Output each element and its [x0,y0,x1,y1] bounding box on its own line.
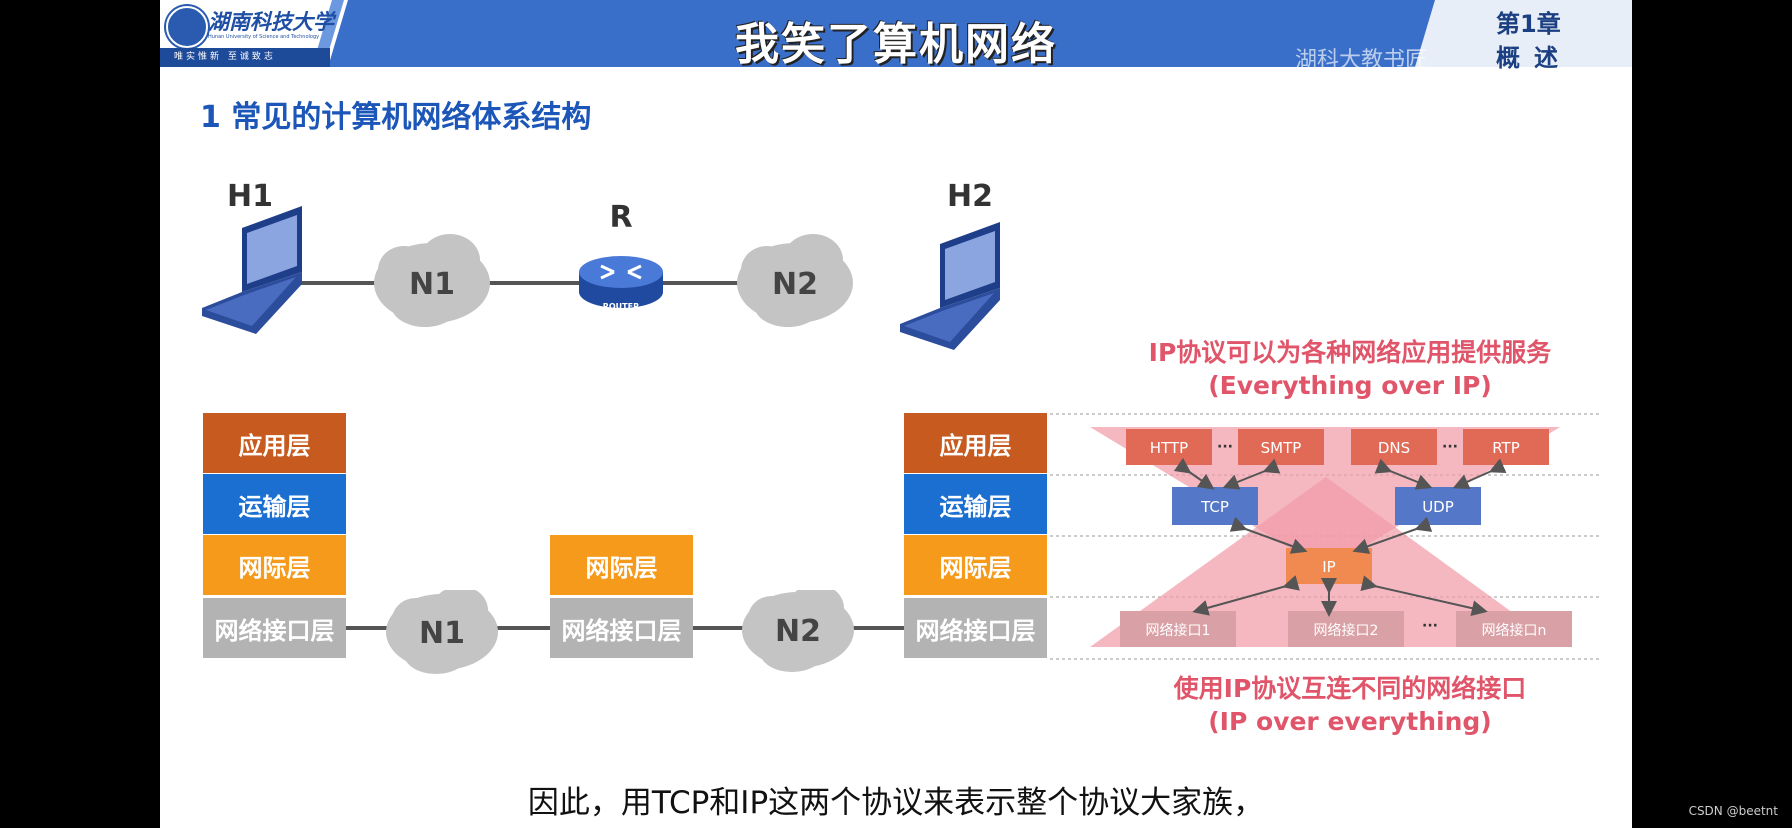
hourglass-arrows [1173,457,1507,617]
stack-network-n2-label: N2 [775,614,821,649]
university-seal-icon [166,6,208,48]
chapter-label: 第1章 [1496,10,1561,38]
cloud-stack-n2-icon [742,590,854,672]
university-name-en: Hunan University of Science and Technolo… [208,34,320,40]
router-badge: ROUTER [603,302,640,311]
host-h1-label: H1 [227,180,273,214]
host-h2-label: H2 [947,180,993,214]
stack-connection-layer: N1 N2 [343,590,940,674]
interface-2-box [1288,611,1404,647]
router-internet-layer: 网际层 [550,535,693,595]
video-subtitle: 因此，用TCP和IP这两个协议来表示整个协议大家族， [527,785,1265,821]
app-ellipsis-right: ··· [1442,439,1458,455]
stack-network-n1-label: N1 [419,616,465,651]
chapter-name: 概述 [1496,44,1572,72]
host-left-transport-layer: 运输层 [203,474,346,534]
university-motto: 唯实惟新 至诚致志 [160,48,330,67]
slide: 湖南科技大学 Hunan University of Science and T… [160,0,1632,828]
caption-top-line1: IP协议可以为各种网络应用提供服务 [1148,338,1552,367]
app-ellipsis-left: ··· [1217,439,1233,455]
host-left-application-layer: 应用层 [203,413,346,473]
section-title: 1 常见的计算机网络体系结构 [200,100,592,135]
protocol-http-label: HTTP [1150,439,1188,457]
course-title: 我笑了算机网络 [735,19,1057,70]
protocol-ip-label: IP [1322,558,1335,576]
hourglass-diagram: HTTP SMTP DNS RTP ··· ··· TCP UDP IP 网络接… [1050,413,1602,660]
footer-credit: CSDN @beetnt [1688,804,1778,818]
host-left-interface-layer: 网络接口层 [203,598,346,658]
host-right-interface-layer: 网络接口层 [904,598,1047,658]
router-interface-layer: 网络接口层 [550,598,693,658]
protocol-smtp-label: SMTP [1261,439,1302,457]
caption-bottom-line1: 使用IP协议互连不同的网络接口 [1173,674,1527,703]
topology-labels: H1 R ROUTER N1 N2 H2 [227,180,993,311]
protocol-rtp-label: RTP [1492,439,1520,457]
university-name: 湖南科技大学 [208,9,334,34]
cloud-n1-icon [374,234,490,327]
laptop-right-icon [900,222,1000,350]
interface-1-label: 网络接口1 [1146,622,1211,639]
cloud-n2-icon [737,234,853,327]
router-label: R [609,200,632,235]
hourglass-caption-bottom: 使用IP协议互连不同的网络接口 (IP over everything) [1100,672,1600,738]
host-right-internet-layer: 网际层 [904,535,1047,595]
topology-diagram [202,206,1000,350]
protocol-tcp-label: TCP [1200,498,1229,516]
interface-n-label: 网络接口n [1482,622,1547,639]
network-n2-label: N2 [772,267,818,302]
interface-n-box [1456,611,1572,647]
interface-ellipsis: ··· [1422,618,1438,634]
interface-2-label: 网络接口2 [1314,622,1379,639]
header-bar [160,0,1632,67]
network-n1-label: N1 [409,267,455,302]
cloud-stack-n1-icon [386,590,498,674]
hourglass-caption-top: IP协议可以为各种网络应用提供服务 (Everything over IP) [1100,336,1600,402]
host-left-internet-layer: 网际层 [203,535,346,595]
caption-bottom-line2: (IP over everything) [1208,707,1492,736]
protocol-udp-label: UDP [1422,498,1454,516]
host-right-application-layer: 应用层 [904,413,1047,473]
interface-1-box [1120,611,1236,647]
host-right-transport-layer: 运输层 [904,474,1047,534]
router-icon [579,256,663,308]
protocol-dns-label: DNS [1378,439,1410,457]
caption-top-line2: (Everything over IP) [1208,371,1492,400]
watermark: 湖科大教书匠 [1295,48,1428,73]
laptop-left-icon [202,206,302,334]
